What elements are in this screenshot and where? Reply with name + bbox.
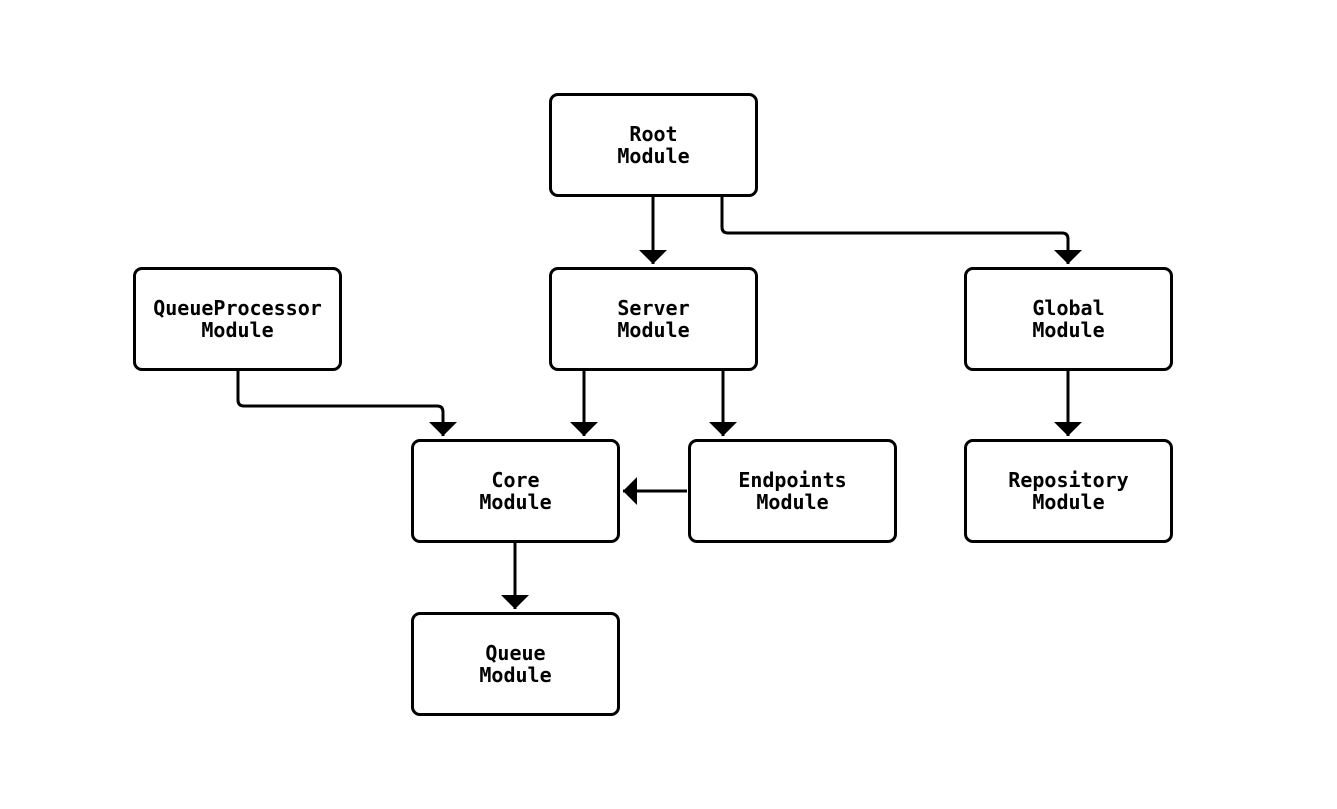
node-global-module-label: Global Module xyxy=(1032,296,1105,342)
node-endpoints-module: Endpoints Module xyxy=(688,439,897,543)
node-queue-module: Queue Module xyxy=(411,612,620,716)
node-queueprocessor-module: QueueProcessor Module xyxy=(133,267,342,371)
edge-queueprocessor-to-core xyxy=(236,370,457,436)
node-queue-module-label: Queue Module xyxy=(479,641,552,687)
node-server-module-label: Server Module xyxy=(617,296,690,342)
edge-root-to-global xyxy=(720,197,1082,264)
node-core-module-label: Core Module xyxy=(479,468,552,514)
node-root-module-label: Root Module xyxy=(617,122,690,168)
node-repository-module-label: Repository Module xyxy=(1008,468,1129,514)
node-repository-module: Repository Module xyxy=(964,439,1173,543)
node-global-module: Global Module xyxy=(964,267,1173,371)
node-server-module: Server Module xyxy=(549,267,758,371)
node-root-module: Root Module xyxy=(549,93,758,197)
node-core-module: Core Module xyxy=(411,439,620,543)
node-queueprocessor-module-label: QueueProcessor Module xyxy=(153,296,322,342)
node-endpoints-module-label: Endpoints Module xyxy=(738,468,847,514)
